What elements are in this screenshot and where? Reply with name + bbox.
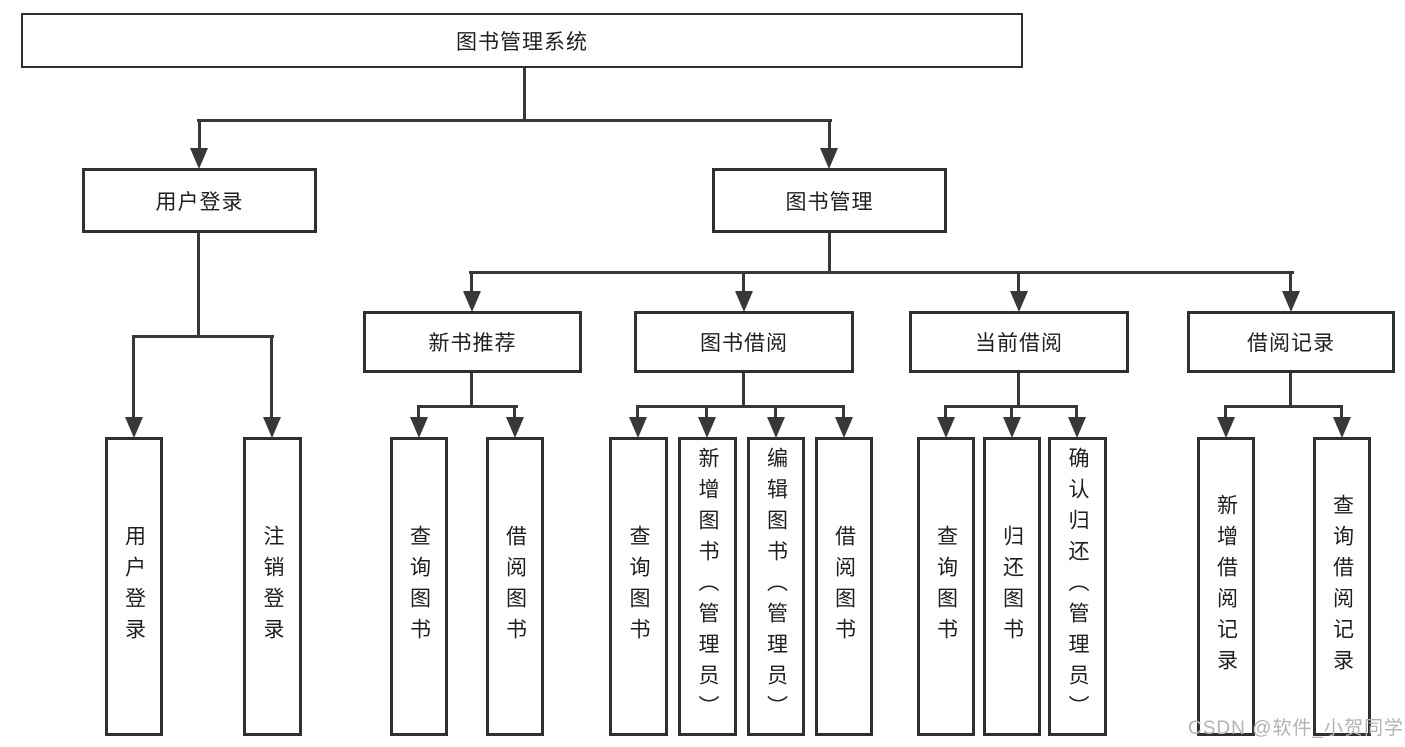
leaf-borrow-edit-books-admin: 编辑图书（管理员） (747, 437, 805, 736)
connector-line (197, 119, 832, 122)
leaf-records-add-record: 新增借阅记录 (1197, 437, 1255, 736)
arrow-down-icon (1010, 291, 1028, 312)
connector-line (132, 335, 135, 419)
node-book-borrow: 图书借阅 (634, 311, 854, 373)
connector-line (1017, 373, 1020, 407)
connector-line (842, 405, 845, 419)
connector-line (828, 233, 831, 274)
connector-line (1289, 271, 1292, 293)
arrow-down-icon (1333, 417, 1351, 438)
connector-line (417, 405, 420, 419)
arrow-down-icon (190, 148, 208, 169)
connector-line (198, 119, 201, 150)
connector-line (742, 373, 745, 407)
leaf-borrow-query-books: 查询图书 (609, 437, 668, 736)
leaf-logout-login: 注销登录 (243, 437, 302, 736)
node-borrow-records: 借阅记录 (1187, 311, 1395, 373)
arrow-down-icon (629, 417, 647, 438)
connector-line (1224, 405, 1227, 419)
leaf-current-confirm-return-admin: 确认归还（管理员） (1048, 437, 1107, 736)
arrow-down-icon (506, 417, 524, 438)
arrow-down-icon (1282, 291, 1300, 312)
node-new-book-recommend: 新书推荐 (363, 311, 582, 373)
connector-line (636, 405, 845, 408)
arrow-down-icon (698, 417, 716, 438)
leaf-borrow-add-books-admin: 新增图书（管理员） (678, 437, 737, 736)
arrow-down-icon (835, 417, 853, 438)
node-library-system: 图书管理系统 (21, 13, 1023, 68)
connector-line (1017, 271, 1020, 293)
connector-line (1289, 373, 1292, 407)
connector-line (1340, 405, 1343, 419)
connector-line (636, 405, 639, 419)
connector-line (1224, 405, 1343, 408)
leaf-borrow-borrow-books: 借阅图书 (815, 437, 873, 736)
connector-line (513, 405, 516, 419)
leaf-records-query-record: 查询借阅记录 (1313, 437, 1371, 736)
arrow-down-icon (1068, 417, 1086, 438)
connector-line (469, 271, 1294, 274)
arrow-down-icon (767, 417, 785, 438)
node-current-borrow: 当前借阅 (909, 311, 1129, 373)
leaf-user-login: 用户登录 (105, 437, 163, 736)
arrow-down-icon (410, 417, 428, 438)
connector-line (1075, 405, 1078, 419)
arrow-down-icon (463, 291, 481, 312)
connector-line (774, 405, 777, 419)
connector-line (270, 335, 273, 419)
connector-line (1010, 405, 1013, 419)
connector-line (742, 271, 745, 293)
connector-line (132, 335, 274, 338)
arrow-down-icon (1217, 417, 1235, 438)
leaf-current-query-books: 查询图书 (917, 437, 975, 736)
connector-line (523, 68, 526, 122)
connector-line (705, 405, 708, 419)
connector-line (470, 373, 473, 407)
leaf-newbook-query-books: 查询图书 (390, 437, 448, 736)
node-book-management: 图书管理 (712, 168, 947, 233)
arrow-down-icon (820, 148, 838, 169)
arrow-down-icon (937, 417, 955, 438)
arrow-down-icon (125, 417, 143, 438)
csdn-watermark: CSDN @软件_小贺同学 (1188, 718, 1404, 739)
leaf-current-return-books: 归还图书 (983, 437, 1041, 736)
connector-line (417, 405, 518, 408)
leaf-newbook-borrow-books: 借阅图书 (486, 437, 544, 736)
connector-line (197, 233, 200, 337)
arrow-down-icon (1003, 417, 1021, 438)
arrow-down-icon (735, 291, 753, 312)
arrow-down-icon (263, 417, 281, 438)
connector-line (828, 119, 831, 150)
connector-line (470, 271, 473, 293)
node-user-login: 用户登录 (82, 168, 317, 233)
connector-line (944, 405, 947, 419)
